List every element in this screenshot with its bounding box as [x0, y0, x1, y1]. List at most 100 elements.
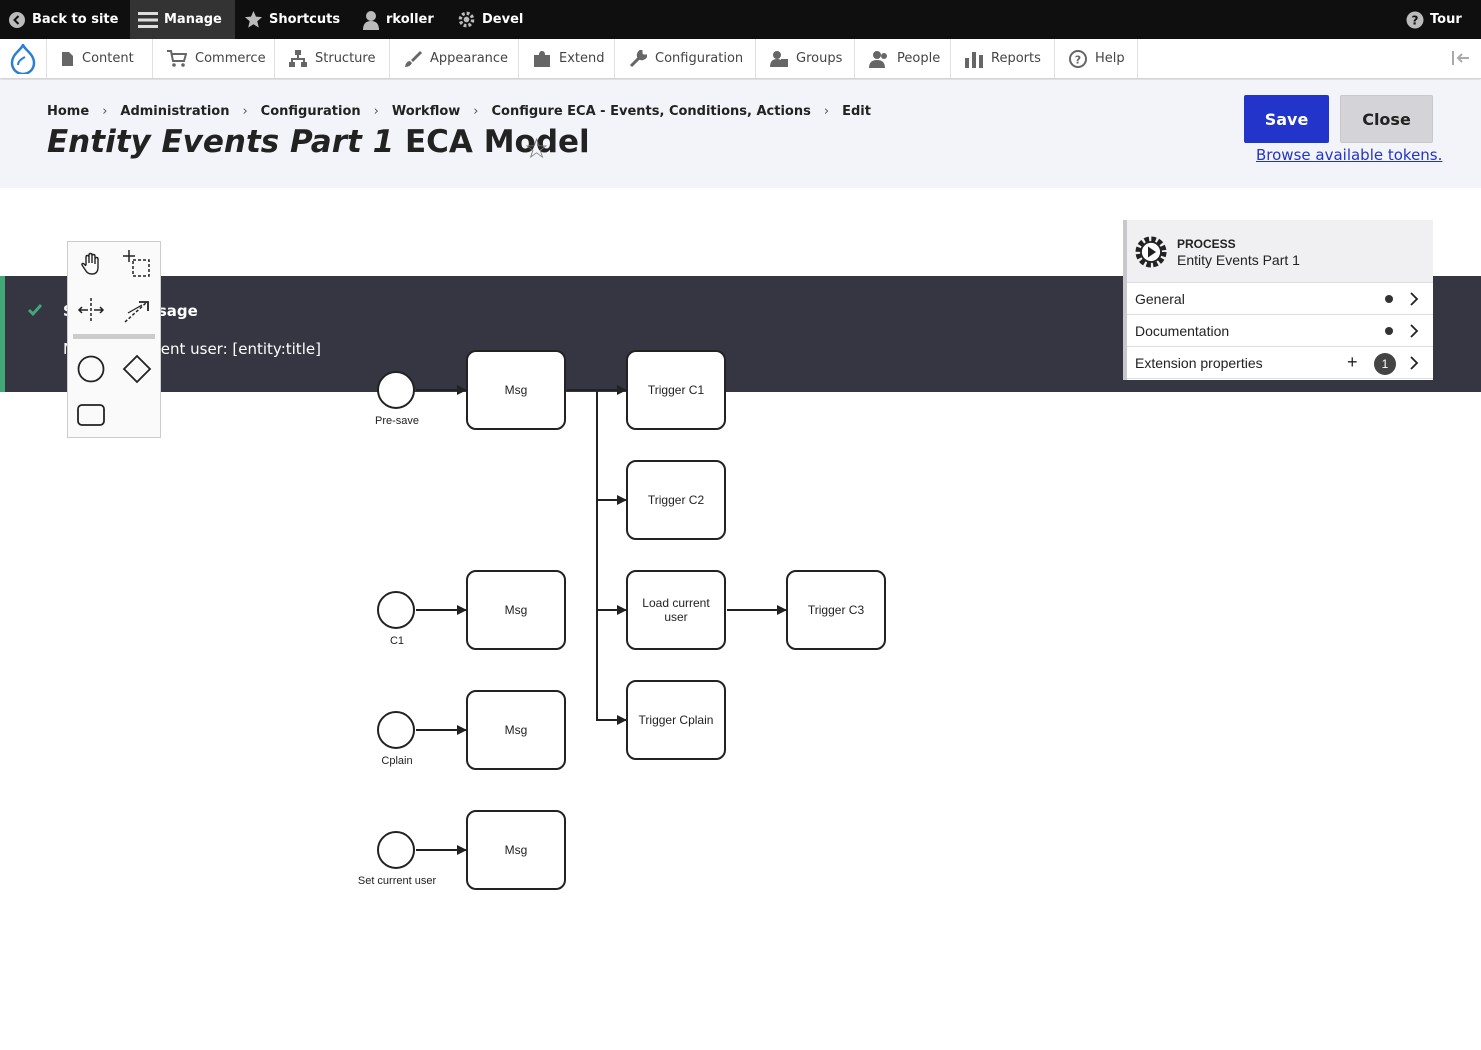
tray-item-commerce[interactable]: Commerce — [153, 39, 275, 78]
tray-item-help[interactable]: ? Help — [1055, 39, 1138, 78]
breadcrumb-separator: › — [823, 104, 830, 119]
user-label: rkoller — [386, 12, 434, 27]
paintbrush-icon — [405, 50, 422, 67]
tool-palette — [67, 241, 161, 438]
task-trigger-c2[interactable]: Trigger C2 — [626, 460, 726, 540]
gear-icon — [458, 11, 475, 28]
start-event[interactable] — [377, 711, 415, 749]
lasso-tool-icon[interactable] — [117, 244, 157, 284]
breadcrumb-configuration[interactable]: Configuration — [260, 104, 361, 119]
help-circle-icon: ? — [1069, 49, 1087, 68]
menu-icon — [138, 11, 158, 28]
wrench-icon — [629, 49, 647, 67]
task-msg[interactable]: Msg — [466, 350, 566, 430]
devel-tab[interactable]: Devel — [457, 0, 523, 39]
task-trigger-cplain[interactable]: Trigger Cplain — [626, 680, 726, 760]
breadcrumb-edit[interactable]: Edit — [842, 104, 871, 119]
tour-button[interactable]: ? Tour — [1406, 0, 1462, 39]
breadcrumb-configure-eca[interactable]: Configure ECA - Events, Conditions, Acti… — [491, 104, 811, 119]
hand-tool-icon[interactable] — [71, 244, 111, 284]
sequence-flow — [596, 500, 627, 615]
star-icon — [244, 10, 263, 28]
tray-item-content[interactable]: Content — [47, 39, 153, 78]
task-msg[interactable]: Msg — [466, 810, 566, 890]
sequence-flow — [596, 610, 627, 725]
breadcrumb-separator: › — [102, 104, 108, 119]
tour-label: Tour — [1430, 12, 1462, 27]
start-event[interactable] — [377, 591, 415, 629]
browse-tokens-link[interactable]: Browse available tokens. — [1256, 146, 1443, 164]
page-title: Entity Events Part 1 ECA Model — [47, 124, 590, 160]
tray-label: People — [897, 51, 941, 66]
breadcrumb: Home › Administration › Configuration › … — [47, 104, 871, 119]
task-load-current-user[interactable]: Load current user — [626, 570, 726, 650]
count-badge: 1 — [1374, 353, 1396, 375]
tray-item-configuration[interactable]: Configuration — [615, 39, 756, 78]
tray-item-reports[interactable]: Reports — [951, 39, 1055, 78]
tray-label: Groups — [796, 51, 843, 66]
has-data-dot-icon — [1385, 295, 1393, 303]
save-button[interactable]: Save — [1244, 95, 1329, 143]
breadcrumb-home[interactable]: Home — [47, 104, 90, 119]
close-button[interactable]: Close — [1340, 95, 1433, 143]
devel-label: Devel — [482, 12, 524, 27]
tray-label: Commerce — [195, 51, 266, 66]
group-general[interactable]: General — [1127, 283, 1433, 315]
tray-label: Configuration — [655, 51, 744, 66]
back-to-site-link[interactable]: Back to site — [8, 0, 118, 39]
breadcrumb-separator: › — [373, 104, 379, 119]
puzzle-icon — [534, 50, 550, 67]
group-extension-properties[interactable]: Extension properties + 1 — [1127, 347, 1433, 379]
manage-tab[interactable]: Manage — [130, 0, 235, 39]
document-icon — [62, 51, 73, 66]
start-event[interactable] — [377, 831, 415, 869]
task-msg[interactable]: Msg — [466, 690, 566, 770]
people-icon — [869, 50, 887, 68]
properties-panel: PROCESS Entity Events Part 1 General Doc… — [1123, 220, 1433, 380]
hierarchy-icon — [289, 50, 307, 67]
create-task-icon[interactable] — [71, 395, 111, 435]
task-trigger-c3[interactable]: Trigger C3 — [786, 570, 886, 650]
add-icon[interactable]: + — [1347, 352, 1358, 372]
page-header: Home › Administration › Configuration › … — [0, 80, 1481, 188]
element-name: Entity Events Part 1 — [1177, 252, 1300, 268]
user-icon — [363, 10, 379, 30]
tray-label: Content — [82, 51, 134, 66]
tray-item-structure[interactable]: Structure — [275, 39, 390, 78]
task-msg[interactable]: Msg — [466, 570, 566, 650]
event-label: Set current user — [357, 875, 437, 887]
tray-item-extend[interactable]: Extend — [519, 39, 615, 78]
shortcuts-tab[interactable]: Shortcuts — [244, 0, 340, 39]
shortcuts-label: Shortcuts — [269, 12, 341, 27]
chevron-right-icon — [1410, 292, 1419, 306]
create-start-event-icon[interactable] — [71, 349, 111, 389]
breadcrumb-workflow[interactable]: Workflow — [391, 104, 461, 119]
tray-item-people[interactable]: People — [855, 39, 951, 78]
cart-icon — [167, 50, 187, 67]
page-title-model-name: Entity Events Part 1 — [47, 124, 395, 160]
tray-label: Appearance — [430, 51, 509, 66]
space-tool-icon[interactable] — [71, 290, 111, 330]
task-trigger-c1[interactable]: Trigger C1 — [626, 350, 726, 430]
tray-item-groups[interactable]: Groups — [756, 39, 855, 78]
favorite-star-icon[interactable]: ☆ — [524, 132, 550, 165]
event-label: C1 — [389, 635, 405, 647]
drupal-logo-icon[interactable] — [0, 39, 47, 79]
group-documentation[interactable]: Documentation — [1127, 315, 1433, 347]
bpmn-canvas[interactable]: Pre-save C1 Cplain Set current user Msg … — [0, 188, 1481, 1050]
user-tab[interactable]: rkoller — [362, 0, 434, 39]
start-event[interactable] — [377, 371, 415, 409]
global-connect-tool-icon[interactable] — [117, 290, 157, 330]
breadcrumb-administration[interactable]: Administration — [120, 104, 230, 119]
create-gateway-icon[interactable] — [117, 349, 157, 389]
help-circle-icon: ? — [1406, 11, 1424, 28]
tray-label: Structure — [315, 51, 376, 66]
svg-text:?: ? — [1412, 13, 1419, 27]
svg-text:?: ? — [1075, 53, 1081, 66]
tray-item-appearance[interactable]: Appearance — [390, 39, 519, 78]
group-label: Documentation — [1135, 323, 1230, 339]
collapse-tray-icon[interactable] — [1451, 50, 1471, 70]
bar-chart-icon — [965, 51, 983, 68]
group-label: Extension properties — [1135, 355, 1263, 371]
properties-header: PROCESS Entity Events Part 1 — [1127, 220, 1433, 283]
